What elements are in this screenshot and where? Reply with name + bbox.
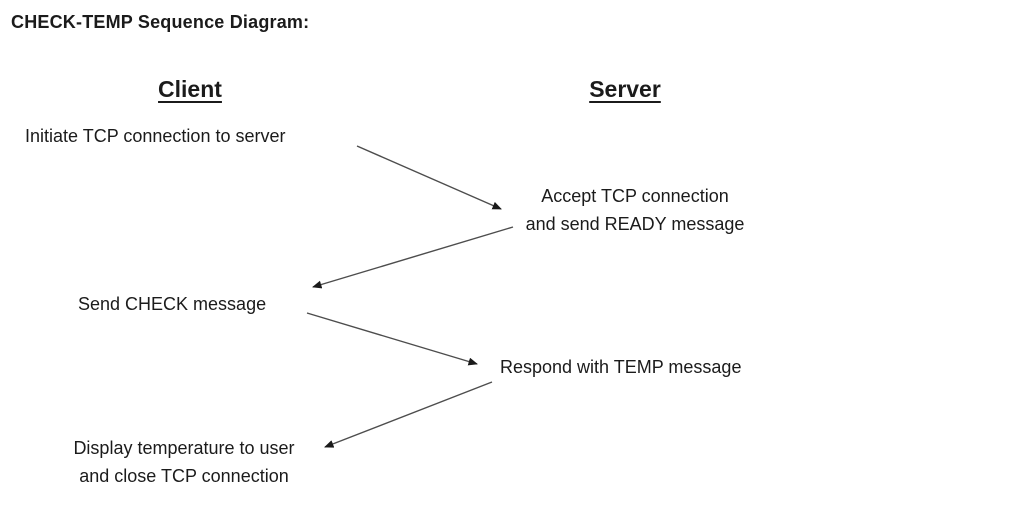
actor-header-server: Server xyxy=(589,76,661,102)
message-accept-tcp-connection: Accept TCP connection and send READY mes… xyxy=(492,182,778,238)
message-line: and send READY message xyxy=(525,214,745,234)
diagram-title: CHECK-TEMP Sequence Diagram: xyxy=(11,12,310,32)
message-arrow-server-to-client xyxy=(312,226,514,289)
message-display-temperature: Display temperature to user and close TC… xyxy=(38,434,330,490)
message-initiate-tcp-connection: Initiate TCP connection to server xyxy=(25,122,285,150)
message-line: Display temperature to user xyxy=(73,438,295,458)
message-line: Accept TCP connection xyxy=(541,186,729,206)
actor-header-client: Client xyxy=(158,76,222,102)
message-line: Initiate TCP connection to server xyxy=(25,126,286,146)
message-arrow-server-to-client xyxy=(324,381,493,448)
message-arrow-client-to-server xyxy=(306,312,478,366)
message-arrow-client-to-server xyxy=(356,145,502,210)
message-line: Send CHECK message xyxy=(78,294,267,314)
message-send-check: Send CHECK message xyxy=(78,290,266,318)
message-line: Respond with TEMP message xyxy=(500,357,742,377)
message-respond-temp: Respond with TEMP message xyxy=(500,353,741,381)
message-line: and close TCP connection xyxy=(79,466,289,486)
